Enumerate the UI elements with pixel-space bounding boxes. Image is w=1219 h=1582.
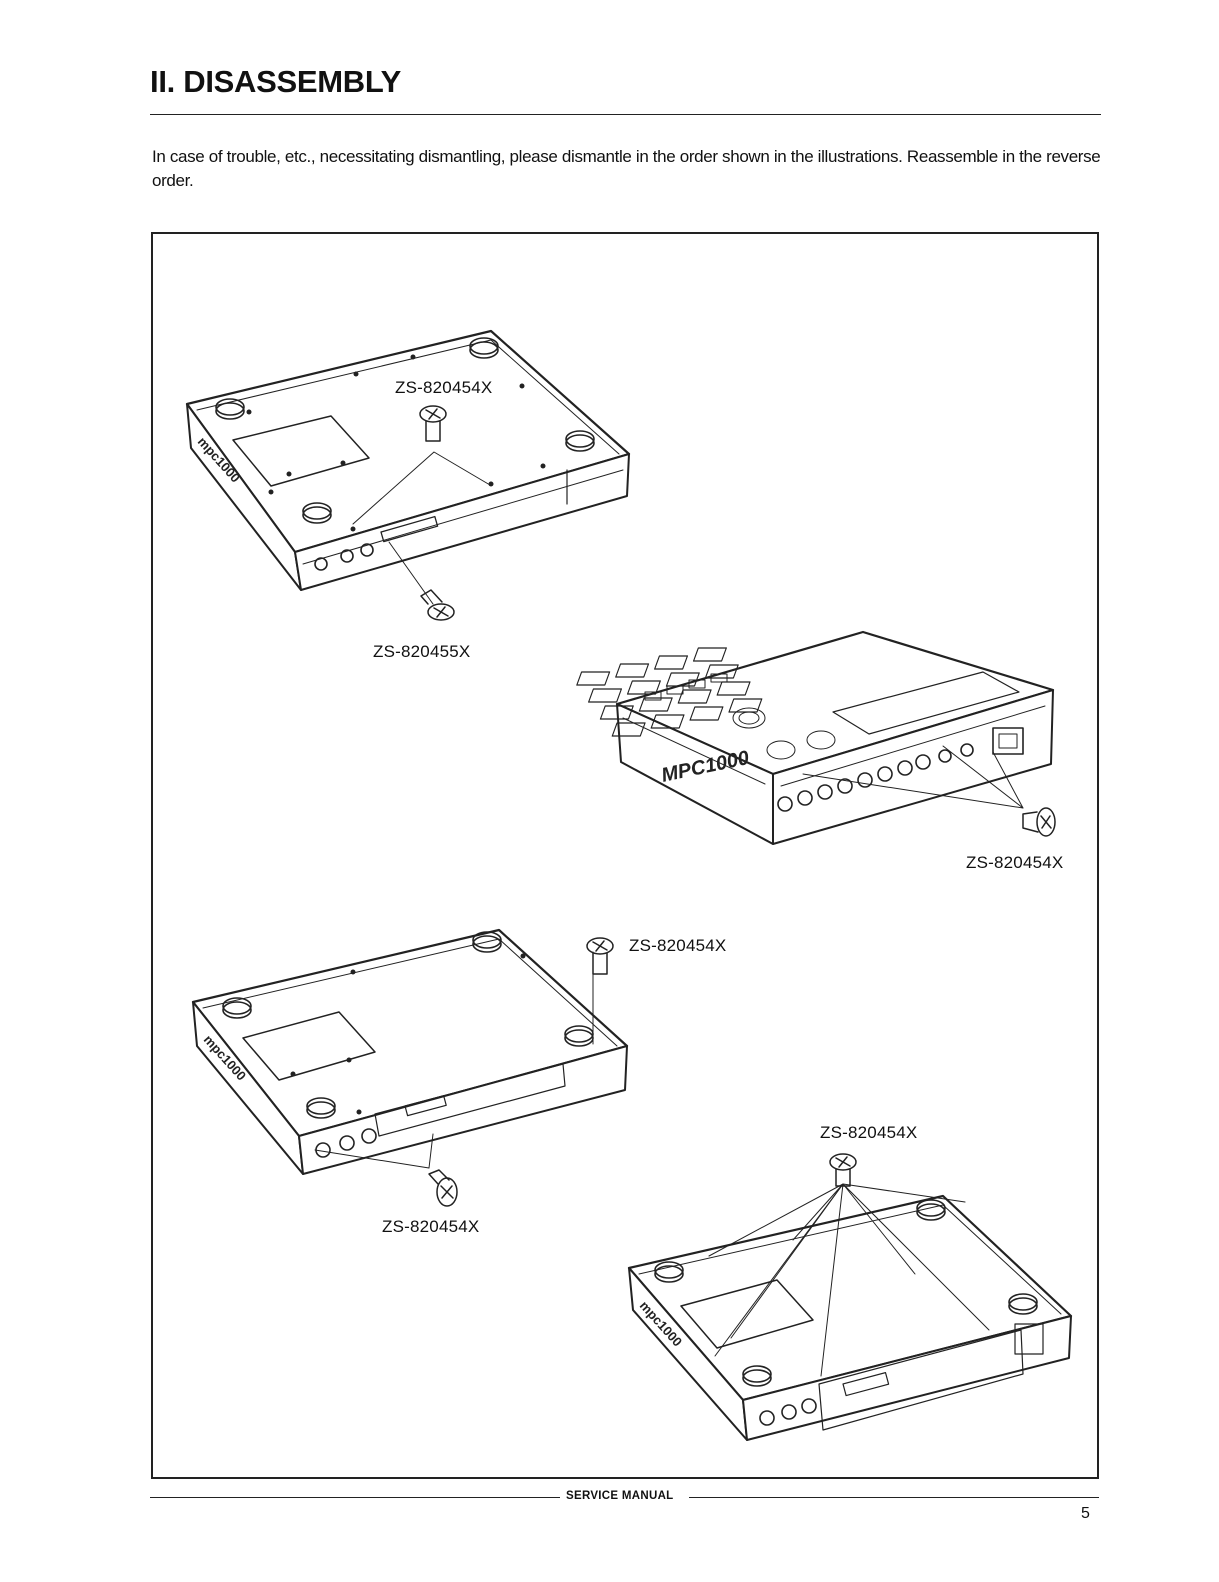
footer-label: SERVICE MANUAL bbox=[566, 1490, 674, 1502]
footer-rule-right bbox=[689, 1497, 1099, 1498]
callout-step1-bottom: ZS-820455X bbox=[373, 642, 470, 662]
screw-icon bbox=[830, 1154, 856, 1186]
title-rule bbox=[150, 114, 1101, 115]
screw-icon bbox=[1023, 808, 1055, 836]
unit-rear-view-step2: MPC1000 bbox=[577, 632, 1053, 844]
callout-step2-rear: ZS-820454X bbox=[966, 853, 1063, 873]
disassembly-illustrations: mpc1000 bbox=[153, 234, 1097, 1477]
page-title: II. DISASSEMBLY bbox=[150, 64, 401, 100]
intro-paragraph: In case of trouble, etc., necessitating … bbox=[152, 145, 1102, 193]
unit-bottom-view-step4: mpc1000 bbox=[629, 1184, 1071, 1440]
callout-step4-top: ZS-820454X bbox=[820, 1123, 917, 1143]
disassembly-figure: mpc1000 bbox=[151, 232, 1099, 1479]
unit-bottom-view-step1: mpc1000 bbox=[187, 331, 629, 604]
callout-step3-bottom: ZS-820454X bbox=[382, 1217, 479, 1237]
page-number: 5 bbox=[1081, 1505, 1090, 1523]
unit-bottom-view-step3: mpc1000 bbox=[193, 930, 627, 1174]
callout-step1-top: ZS-820454X bbox=[395, 378, 492, 398]
screw-icon bbox=[429, 1170, 457, 1206]
callout-step3-side: ZS-820454X bbox=[629, 936, 726, 956]
footer-rule-left bbox=[150, 1497, 560, 1498]
screw-icon bbox=[587, 938, 613, 974]
